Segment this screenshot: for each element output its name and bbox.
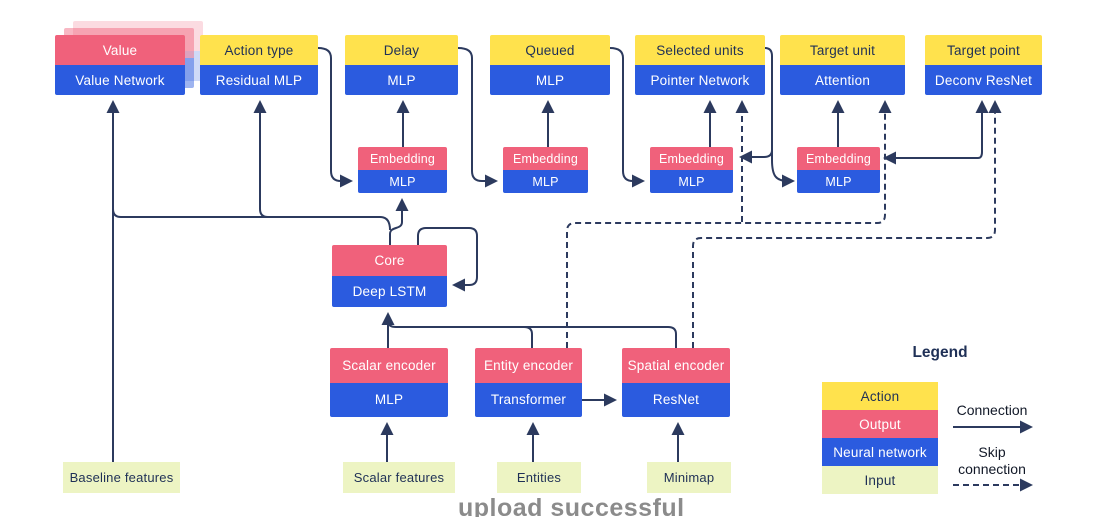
scalar-mlp-label: MLP [330,382,448,417]
conn-selectedunits-to-embedding3 [739,149,773,164]
node-entity-encoder: Entity encoder Transformer [475,348,582,417]
node-embedding-3: Embedding MLP [650,147,733,193]
deconv-resnet-label: Deconv ResNet [925,65,1042,95]
attention-label: Attention [780,65,905,95]
legend-skip-connection-label: Skip connection [958,444,1026,477]
conn-core-to-residual-mlp [253,100,269,218]
embedding1-label: Embedding [358,147,447,170]
node-minimap: Minimap [647,462,731,493]
conn-selectedunits-down [764,47,773,148]
target-unit-label: Target unit [780,35,905,65]
conn-core-branch-left [112,205,391,231]
legend-input-swatch: Input [822,466,938,494]
embedding3-mlp-label: MLP [650,170,733,193]
legend-swatches: Action Output Neural network Input [822,382,938,494]
skip-entity-to-attention [566,100,892,348]
node-action-type: Action type Residual MLP [200,35,318,95]
legend-action-swatch: Action [822,382,938,410]
minimap-label: Minimap [647,462,731,493]
embedding4-label: Embedding [797,147,880,170]
conn-up-to-deconv-resnet [975,100,989,159]
conn-actiontype-to-embedding1 [317,47,353,188]
legend-network-swatch: Neural network [822,438,938,466]
queued-label: Queued [490,35,610,65]
legend-connection-label: Connection [956,402,1028,418]
node-entities: Entities [497,462,581,493]
spatial-encoder-label: Spatial encoder [622,348,730,383]
conn-encoder-merge-horizontal [387,320,677,348]
scalar-encoder-label: Scalar encoder [330,348,448,383]
node-baseline-features: Baseline features [63,462,180,493]
node-value: Value Value Network [55,35,185,95]
entities-label: Entities [497,462,581,493]
conn-core-to-embedding1 [389,198,409,245]
legend-title: Legend [912,344,968,361]
node-queued: Queued MLP [490,35,610,95]
conn-selectedunits-to-embedding4 [771,148,795,188]
resnet-label: ResNet [622,382,730,417]
conn-core-self-loop [417,227,478,292]
baseline-features-label: Baseline features [63,462,180,493]
node-scalar-features: Scalar features [343,462,455,493]
node-embedding-2: Embedding MLP [503,147,588,193]
node-delay: Delay MLP [345,35,458,95]
embedding1-mlp-label: MLP [358,170,447,193]
entity-encoder-label: Entity encoder [475,348,582,383]
node-selected-units: Selected units Pointer Network [635,35,765,95]
residual-mlp-label: Residual MLP [200,65,318,95]
selected-units-label: Selected units [635,35,765,65]
value-network-label: Value Network [55,65,185,95]
pointer-network-label: Pointer Network [635,65,765,95]
skip-spatial-to-deconv-resnet [692,100,1002,348]
conn-delay-to-embedding2 [457,47,498,188]
queued-mlp-label: MLP [490,65,610,95]
node-spatial-encoder: Spatial encoder ResNet [622,348,730,417]
value-output-label: Value [55,35,185,65]
embedding3-label: Embedding [650,147,733,170]
node-embedding-1: Embedding MLP [358,147,447,193]
upload-successful-toast: upload successful [458,494,685,517]
scalar-features-label: Scalar features [343,462,455,493]
node-target-unit: Target unit Attention [780,35,905,95]
node-target-point: Target point Deconv ResNet [925,35,1042,95]
transformer-label: Transformer [475,382,582,417]
embedding2-label: Embedding [503,147,588,170]
node-embedding-4: Embedding MLP [797,147,880,193]
core-label: Core [332,245,447,276]
embedding2-mlp-label: MLP [503,170,588,193]
action-type-label: Action type [200,35,318,65]
node-core: Core Deep LSTM [332,245,447,307]
delay-label: Delay [345,35,458,65]
node-scalar-encoder: Scalar encoder MLP [330,348,448,417]
target-point-label: Target point [925,35,1042,65]
legend-output-swatch: Output [822,410,938,438]
deep-lstm-label: Deep LSTM [332,276,447,307]
conn-entity-encoder-join [523,326,533,348]
conn-queued-to-embedding3 [609,47,645,188]
embedding4-mlp-label: MLP [797,170,880,193]
delay-mlp-label: MLP [345,65,458,95]
